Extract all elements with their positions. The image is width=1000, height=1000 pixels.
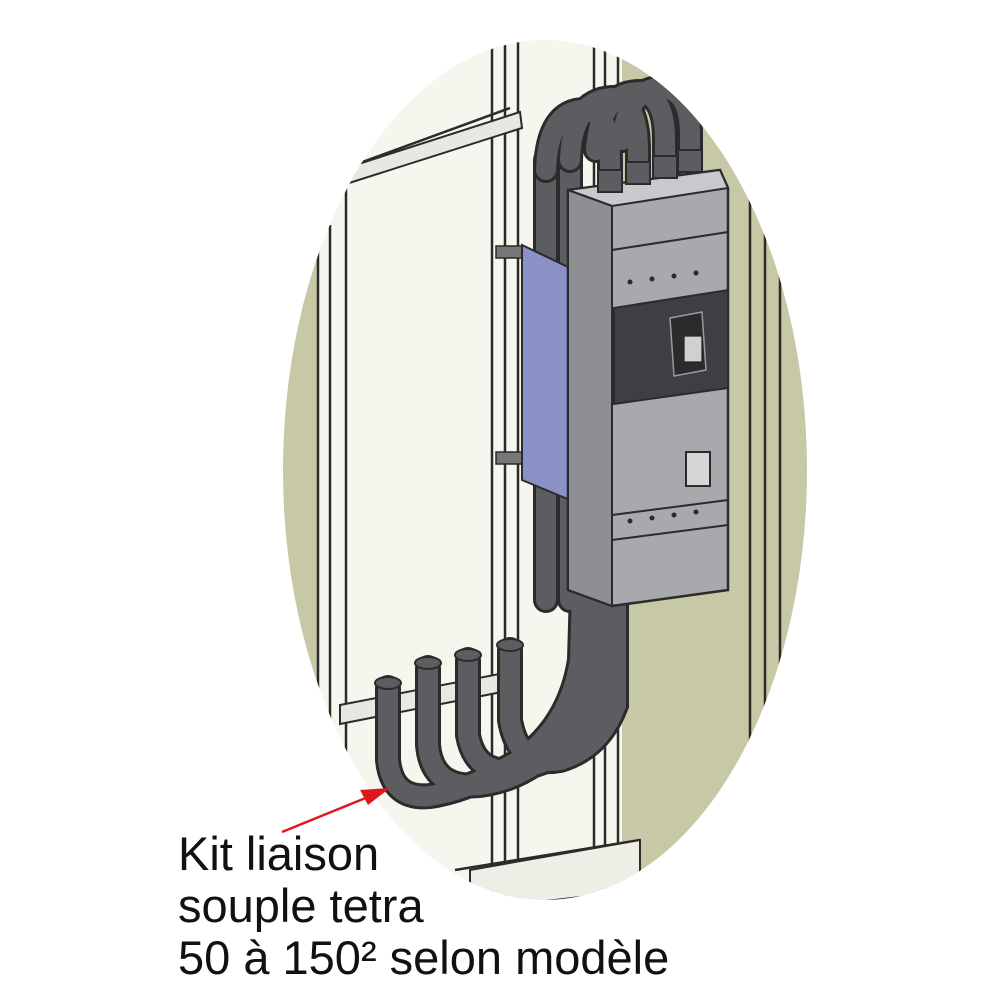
blue-bracket: [521, 243, 571, 502]
breaker-test-button: [685, 451, 711, 487]
cable-ends-lower: [374, 638, 524, 690]
callout-line-3: 50 à 150² selon modèle: [178, 931, 670, 984]
cable-ends-upper: [597, 149, 703, 193]
green-left-panel: [283, 60, 318, 900]
callout-line-2: souple tetra: [178, 879, 424, 932]
circuit-breaker-icon: [566, 168, 730, 608]
cable-bundle-upper: [533, 74, 703, 203]
breaker-handle-panel: [613, 288, 729, 406]
callout-line-1: Kit liaison: [178, 827, 380, 880]
callout-label: Kit liaison souple tetra 50 à 150² selon…: [178, 828, 669, 984]
callout-arrow-icon: [281, 788, 390, 834]
